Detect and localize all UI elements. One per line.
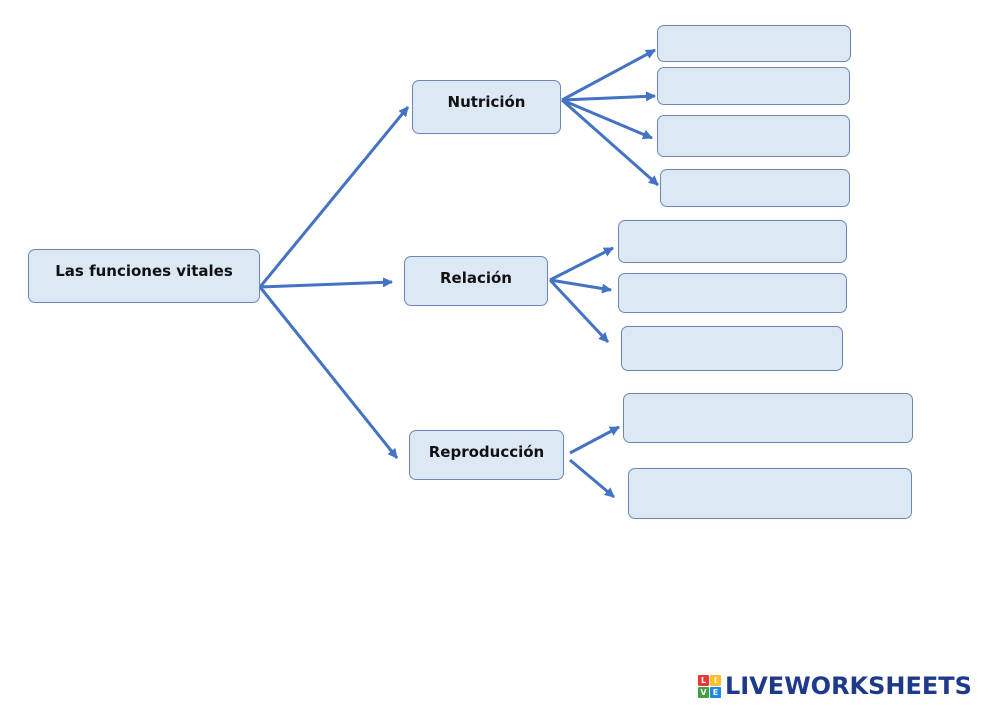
relacion-answer-1[interactable]	[618, 220, 847, 263]
arrow-nutricion-4	[561, 98, 659, 187]
arrow-relacion-1	[549, 246, 614, 282]
arrow-relacion-2	[549, 278, 612, 294]
arrow-root-to-relacion	[259, 277, 393, 289]
arrow-root-to-reproduccion	[258, 286, 399, 459]
branch-node-nutricion: Nutrición	[412, 80, 561, 134]
arrow-root-to-nutricion	[258, 106, 410, 288]
nutricion-answer-1[interactable]	[657, 25, 851, 62]
live-grid-icon: L I V E	[698, 674, 721, 698]
arrow-reproduccion-1	[569, 425, 620, 455]
arrow-nutricion-2	[561, 91, 656, 102]
relacion-answer-3[interactable]	[621, 326, 843, 371]
branch-label-nutricion: Nutrición	[447, 93, 526, 111]
reproduccion-answer-1[interactable]	[623, 393, 913, 443]
logo-letter-e: E	[710, 686, 721, 698]
arrow-nutricion-1	[561, 48, 656, 102]
reproduccion-answer-2[interactable]	[628, 468, 912, 519]
root-label: Las funciones vitales	[55, 262, 233, 280]
nutricion-answer-3[interactable]	[657, 115, 850, 157]
root-node: Las funciones vitales	[28, 249, 260, 303]
logo-letter-l: L	[698, 674, 709, 686]
branch-node-reproduccion: Reproducción	[409, 430, 564, 480]
logo-letter-i: I	[710, 674, 721, 686]
branch-node-relacion: Relación	[404, 256, 548, 306]
logo-text: LIVEWORKSHEETS	[725, 672, 972, 700]
liveworksheets-logo: L I V E LIVEWORKSHEETS	[698, 672, 972, 700]
nutricion-answer-4[interactable]	[660, 169, 850, 207]
branch-label-relacion: Relación	[439, 269, 512, 287]
relacion-answer-2[interactable]	[618, 273, 847, 313]
arrow-nutricion-3	[561, 98, 653, 140]
nutricion-answer-2[interactable]	[657, 67, 850, 105]
arrow-relacion-3	[548, 278, 610, 344]
arrow-reproduccion-2	[569, 458, 615, 499]
branch-label-reproduccion: Reproducción	[428, 443, 545, 461]
logo-letter-v: V	[698, 686, 709, 698]
